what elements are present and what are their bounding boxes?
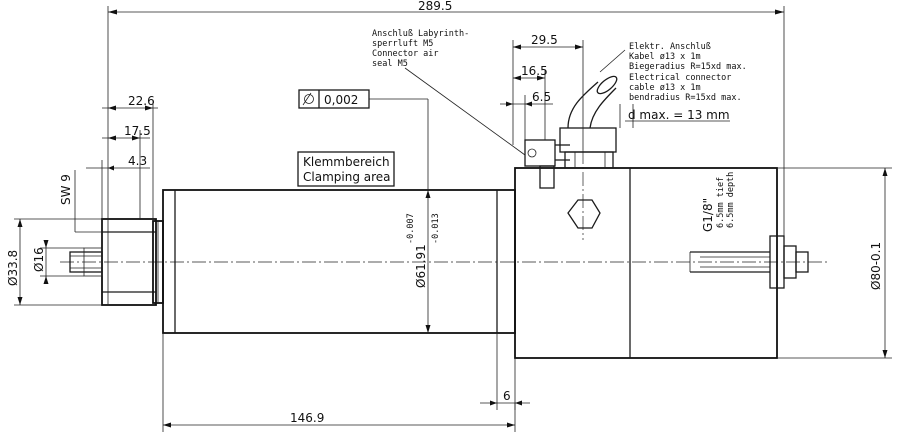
air-seal-connector: [524, 139, 570, 189]
clamping-line1: Klemmbereich: [303, 155, 390, 169]
dim-22-6: [102, 100, 158, 220]
dim-text-dia-80: Ø80-0.1: [869, 242, 883, 290]
electrical-connector: [559, 75, 618, 169]
svg-text:Elektr. Anschluß: Elektr. Anschluß: [629, 42, 711, 52]
dim-sw: [74, 170, 102, 233]
svg-text:Electrical connector: Electrical connector: [629, 73, 731, 83]
rear-housing: [514, 167, 778, 359]
svg-text:seal M5: seal M5: [372, 59, 408, 69]
dim-text-dia-33-8: Ø33.8: [6, 250, 20, 286]
clamping-line2: Clamping area: [303, 170, 391, 184]
dim-text-dia-body: Ø61.91: [414, 244, 428, 288]
dim-text-146-9: 146.9: [290, 411, 324, 425]
svg-text:Anschluß Labyrinth-: Anschluß Labyrinth-: [372, 29, 469, 39]
d-max-text: d max. = 13 mm: [628, 108, 730, 122]
dim-text-dia-16: Ø16: [32, 247, 46, 272]
dim-text-22-6: 22.6: [128, 94, 155, 108]
dim-dia-body: [425, 104, 431, 333]
cylindricity-tolerance-box: [298, 89, 429, 109]
clamping-area-box: [297, 151, 395, 187]
dim-17-5: [102, 130, 150, 220]
svg-text:Connector air: Connector air: [372, 49, 439, 59]
svg-text:bendradius R=15xd max.: bendradius R=15xd max.: [629, 93, 742, 103]
dim-tol-upper: -0.007: [406, 213, 416, 244]
svg-text:Kabel ø13 x 1m: Kabel ø13 x 1m: [629, 52, 701, 62]
tolerance-value: 0,002: [324, 93, 358, 107]
shaft-tip: [69, 247, 103, 277]
svg-text:Biegeradius R=15xd max.: Biegeradius R=15xd max.: [629, 62, 747, 72]
svg-text:cable ø13 x 1m: cable ø13 x 1m: [629, 83, 701, 93]
dim-text-29-5: 29.5: [531, 33, 558, 47]
spindle-body: [162, 189, 516, 334]
dim-6-5: [500, 95, 553, 140]
dim-text-thread: G1/8": [701, 198, 715, 232]
dim-29-5: [512, 40, 584, 150]
dim-dia-16: [40, 240, 84, 284]
dim-4-3: [86, 160, 150, 252]
dim-text-depth-en: 6.5mm depth: [726, 172, 736, 228]
dim-text-6-5: 6.5: [532, 90, 551, 104]
dim-text-17-5: 17.5: [124, 124, 151, 138]
dim-overall-length: [107, 6, 785, 236]
dim-16-5: [513, 70, 546, 140]
dim-dia-33-8: [14, 218, 102, 306]
hex-nut: [567, 150, 601, 240]
dim-dia-80: [777, 167, 892, 359]
electrical-note: Elektr. Anschluß Kabel ø13 x 1m Biegerad…: [599, 42, 747, 103]
dim-146-9: [162, 333, 516, 432]
dim-text-6: 6: [503, 389, 511, 403]
dim-tol-lower: -0.013: [431, 213, 441, 244]
d-max-note: [619, 104, 730, 128]
rear-fitting: [690, 235, 809, 289]
svg-text:sperrluft M5: sperrluft M5: [372, 39, 433, 49]
dim-text-depth-de: 6.5mm tief: [716, 177, 726, 228]
dim-text-overall-length: 289.5: [418, 0, 452, 13]
dim-text-16-5: 16.5: [521, 64, 548, 78]
dim-6: [480, 333, 530, 410]
labyrinth-note: Anschluß Labyrinth- sperrluft M5 Connect…: [372, 29, 526, 156]
dim-text-sw: SW 9: [59, 174, 73, 205]
dim-text-4-3: 4.3: [128, 154, 147, 168]
